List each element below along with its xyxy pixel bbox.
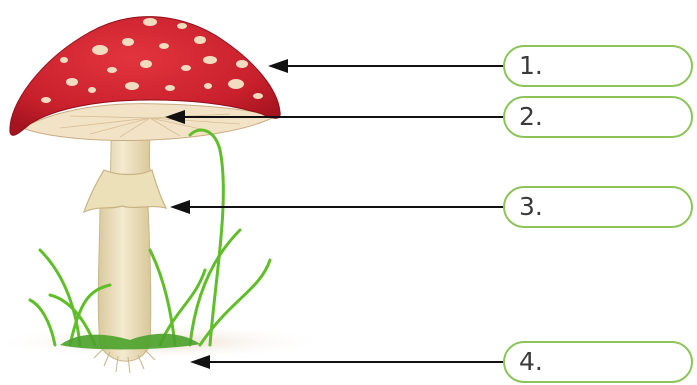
arrow-3 — [170, 200, 503, 214]
label-number-4: 4. — [519, 347, 543, 376]
label-box-3[interactable]: 3. — [503, 186, 693, 228]
mushroom-ring — [84, 170, 166, 212]
label-number-3: 3. — [519, 192, 543, 221]
label-box-1[interactable]: 1. — [503, 45, 693, 87]
mushroom-stem — [98, 120, 152, 361]
label-box-4[interactable]: 4. — [503, 341, 693, 383]
arrow-1 — [268, 59, 503, 73]
label-number-2: 2. — [519, 102, 543, 131]
label-number-1: 1. — [519, 51, 543, 80]
label-box-2[interactable]: 2. — [503, 96, 693, 138]
